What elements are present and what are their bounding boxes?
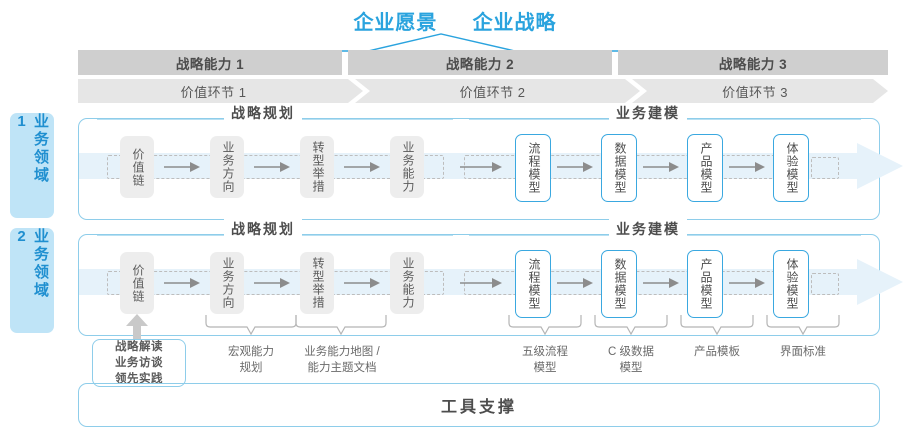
flow-arrow-1-1 [164, 162, 200, 172]
node-2-value-chain[interactable]: 价值链 [120, 252, 154, 314]
flow-arrow-2-4 [460, 278, 502, 288]
tool-label-ui-standard: 界面标准 [780, 346, 826, 358]
flow-arrow-1-4 [460, 162, 502, 172]
node-1-transformation-measures[interactable]: 转型举措 [300, 136, 334, 198]
section-title-1a: 战略规划 [224, 103, 302, 123]
tool-support-container: 工具支撑 [78, 383, 880, 427]
value-chain-2-label: 价值环节 2 [459, 84, 526, 100]
capability-bar-2-label: 战略能力 2 [445, 56, 515, 72]
node-2-experience-model[interactable]: 体验模型 [773, 250, 809, 318]
tool-label-data-model: C 级数据 模型 [608, 346, 654, 375]
node-2-value-chain-label: 价值链 [130, 263, 145, 303]
node-1-value-chain[interactable]: 价值链 [120, 136, 154, 198]
value-chain-row: 价值环节 1 价值环节 2 价值环节 3 [78, 79, 888, 103]
capability-bar-1[interactable]: 战略能力 1 [78, 50, 342, 75]
node-2-product-model[interactable]: 产品模型 [687, 250, 723, 318]
node-1-product-model-label: 产品模型 [698, 142, 713, 194]
node-1-data-model-label: 数据模型 [612, 142, 627, 194]
flow-arrow-2-7 [729, 278, 765, 288]
capability-bar-3-label: 战略能力 3 [718, 56, 788, 72]
dashed-strip-2c [811, 273, 839, 295]
top-titles: 企业愿景 企业战略 [0, 6, 910, 35]
node-2-business-direction[interactable]: 业务方向 [210, 252, 244, 314]
value-chain-chevron-1[interactable]: 价值环节 1 [78, 79, 363, 103]
node-2-process-model-label: 流程模型 [526, 258, 541, 310]
bracket-business-capability-map [295, 315, 387, 336]
section-title-2b: 业务建模 [609, 219, 687, 239]
node-1-experience-model-label: 体验模型 [784, 142, 799, 194]
flow-arrow-2-3 [344, 278, 380, 288]
capability-bar-3[interactable]: 战略能力 3 [618, 50, 888, 75]
node-1-process-model-label: 流程模型 [526, 142, 541, 194]
value-chain-1-label: 价值环节 1 [180, 84, 247, 100]
sidebar-item-domain-1[interactable]: 业务领域 1 [10, 113, 54, 218]
capability-header-row: 战略能力 1 战略能力 2 战略能力 3 [78, 50, 888, 75]
tool-label-macro-capability: 宏观能力 规划 [228, 346, 274, 375]
section-title-2a: 战略规划 [224, 219, 302, 239]
node-1-experience-model[interactable]: 体验模型 [773, 134, 809, 202]
bracket-process-model [508, 315, 582, 336]
flow-arrow-2-6 [643, 278, 679, 288]
flow-arrow-2-1 [164, 278, 200, 288]
node-1-business-capability-label: 业务能力 [400, 141, 415, 193]
dashed-strip-1a [107, 155, 444, 179]
node-2-data-model[interactable]: 数据模型 [601, 250, 637, 318]
sidebar-item-domain-1-label: 业务领域 1 [13, 113, 49, 185]
node-1-business-capability[interactable]: 业务能力 [390, 136, 424, 198]
node-1-product-model[interactable]: 产品模型 [687, 134, 723, 202]
domain-row-1: 战略规划 业务建模 价值链 业务方向 转型举措 业务能力 流程模型 数据模型 产… [78, 103, 903, 220]
node-1-transformation-measures-label: 转型举措 [310, 141, 325, 193]
capability-bar-2[interactable]: 战略能力 2 [348, 50, 612, 75]
node-1-data-model[interactable]: 数据模型 [601, 134, 637, 202]
node-2-business-capability-label: 业务能力 [400, 257, 415, 309]
tool-highlight-box[interactable]: 战略解读 业务访谈 领先实践 [92, 339, 186, 387]
bracket-macro-capability [205, 315, 297, 336]
sidebar-item-domain-2[interactable]: 业务领域 2 [10, 228, 54, 333]
node-2-transformation-measures[interactable]: 转型举措 [300, 252, 334, 314]
bracket-data-model [594, 315, 668, 336]
node-1-business-direction[interactable]: 业务方向 [210, 136, 244, 198]
node-1-business-direction-label: 业务方向 [220, 141, 235, 193]
node-1-process-model[interactable]: 流程模型 [515, 134, 551, 202]
node-2-experience-model-label: 体验模型 [784, 258, 799, 310]
flow-arrow-1-2 [254, 162, 290, 172]
sidebar-item-domain-2-label: 业务领域 2 [13, 228, 49, 300]
enterprise-strategy-title: 企业战略 [472, 12, 557, 34]
flow-arrow-2-2 [254, 278, 290, 288]
node-2-business-direction-label: 业务方向 [220, 257, 235, 309]
value-chain-chevron-2[interactable]: 价值环节 2 [355, 79, 640, 103]
node-1-value-chain-label: 价值链 [130, 147, 145, 187]
node-2-process-model[interactable]: 流程模型 [515, 250, 551, 318]
tool-label-product-template: 产品模板 [694, 346, 740, 358]
node-2-data-model-label: 数据模型 [612, 258, 627, 310]
node-2-transformation-measures-label: 转型举措 [310, 257, 325, 309]
capability-bar-1-label: 战略能力 1 [175, 56, 245, 72]
value-chain-chevron-3[interactable]: 价值环节 3 [632, 79, 888, 103]
flow-arrow-1-7 [729, 162, 765, 172]
bracket-ui-standard [766, 315, 840, 336]
tool-label-process-model: 五级流程 模型 [522, 346, 568, 375]
enterprise-vision-title: 企业愿景 [353, 12, 438, 34]
flow-arrow-1-3 [344, 162, 380, 172]
node-2-business-capability[interactable]: 业务能力 [390, 252, 424, 314]
value-chain-3-label: 价值环节 3 [722, 84, 788, 100]
tool-support-title: 工具支撑 [440, 399, 517, 416]
value-chain-up-arrow-icon [126, 314, 148, 342]
node-2-product-model-label: 产品模型 [698, 258, 713, 310]
flow-arrow-2-5 [557, 278, 593, 288]
flow-arrow-1-5 [557, 162, 593, 172]
tool-label-business-capability-map: 业务能力地图 / 能力主题文档 [304, 346, 380, 375]
dashed-strip-2a [107, 271, 444, 295]
section-title-1b: 业务建模 [609, 103, 687, 123]
flow-arrow-1-6 [643, 162, 679, 172]
bracket-product-template [680, 315, 754, 336]
domain-row-2: 战略规划 业务建模 价值链 业务方向 转型举措 业务能力 流程模型 数据模型 产… [78, 219, 903, 336]
dashed-strip-1c [811, 157, 839, 179]
